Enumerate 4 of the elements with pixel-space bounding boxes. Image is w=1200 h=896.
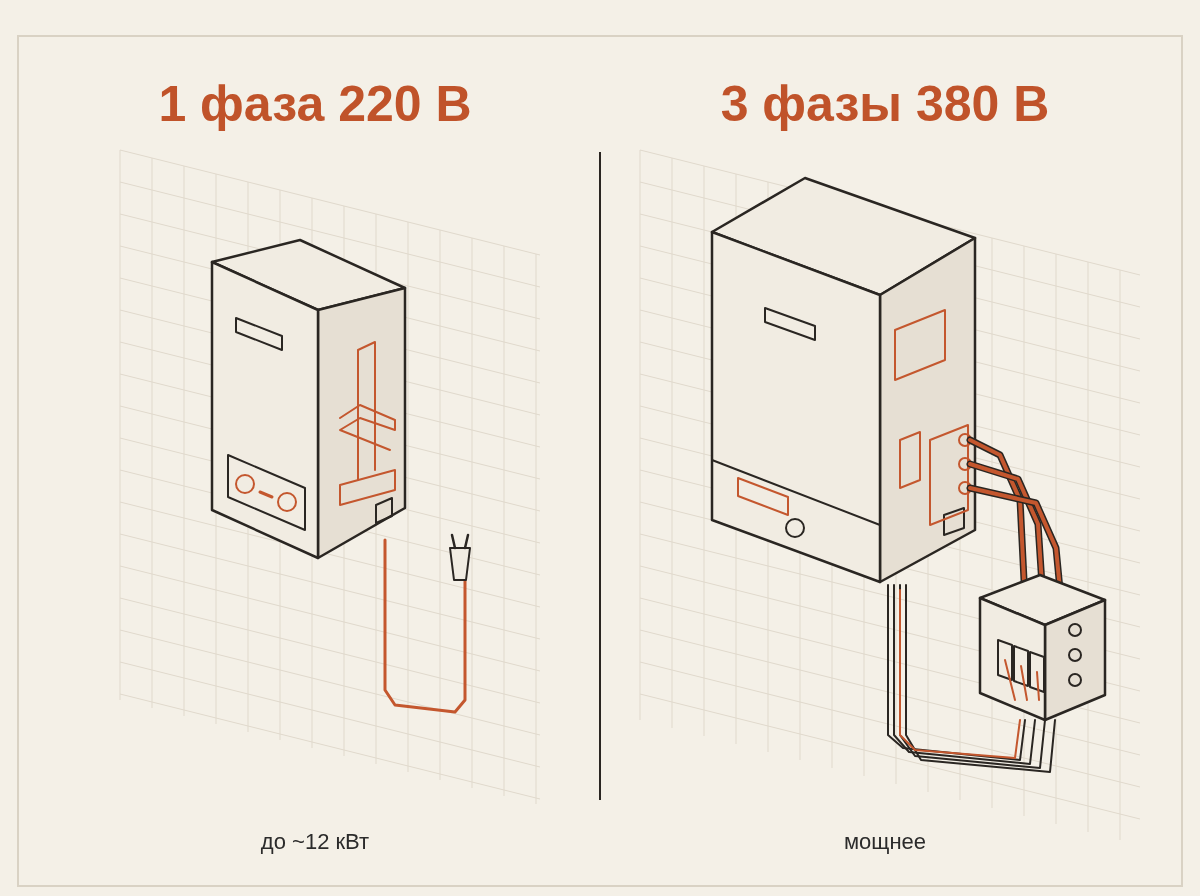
panel-heading: 3 фазы 380 В [720,75,1050,133]
panel-heading: 1 фаза 220 В [158,75,472,133]
caption: до ~12 кВт [260,829,370,855]
caption: мощнее [843,829,927,855]
